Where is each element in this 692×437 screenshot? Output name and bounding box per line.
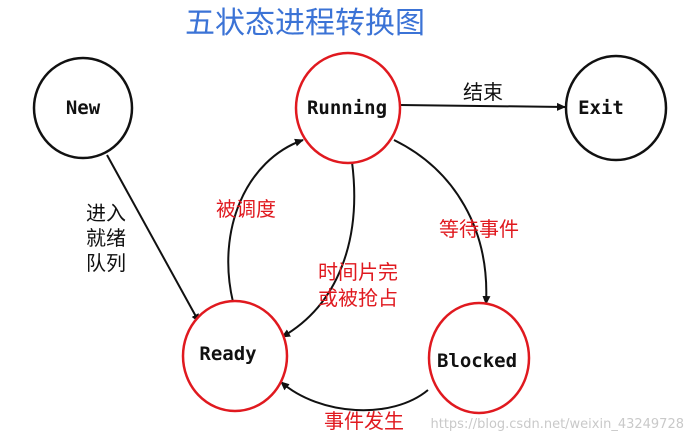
label-running-ready-line: 时间片完	[318, 260, 398, 284]
state-exit: Exit	[564, 54, 668, 162]
state-exit-label: Exit	[578, 97, 624, 119]
label-new-ready-line: 队列	[86, 251, 126, 275]
edge-new-ready	[106, 154, 200, 323]
watermark: https://blog.csdn.net/weixin_43249728	[430, 417, 684, 432]
state-new: New	[32, 56, 134, 160]
state-ready: Ready	[181, 299, 289, 413]
label-blocked-ready: 事件发生	[324, 409, 404, 433]
label-running-ready: 时间片完 或被抢占	[318, 260, 398, 310]
edge-running-ready	[281, 161, 356, 338]
diagram-title: 五状态进程转换图	[185, 6, 425, 41]
state-running: Running	[294, 51, 402, 165]
edge-blocked-ready	[280, 381, 429, 412]
state-running-label: Running	[307, 97, 387, 119]
label-running-ready-line: 或被抢占	[318, 286, 398, 310]
edge-running-blocked	[393, 139, 491, 305]
state-new-label: New	[66, 97, 101, 119]
label-running-exit: 结束	[463, 80, 503, 104]
label-new-ready-line: 进入	[86, 201, 126, 225]
state-blocked: Blocked	[427, 301, 531, 415]
state-ready-label: Ready	[199, 343, 256, 365]
edge-running-exit	[399, 102, 566, 111]
edge-ready-running	[227, 138, 304, 303]
label-running-blocked: 等待事件	[439, 217, 519, 241]
label-ready-running: 被调度	[216, 197, 276, 221]
label-new-ready: 进入 就绪 队列	[86, 201, 126, 275]
label-new-ready-line: 就绪	[86, 226, 126, 250]
state-blocked-label: Blocked	[437, 350, 517, 372]
